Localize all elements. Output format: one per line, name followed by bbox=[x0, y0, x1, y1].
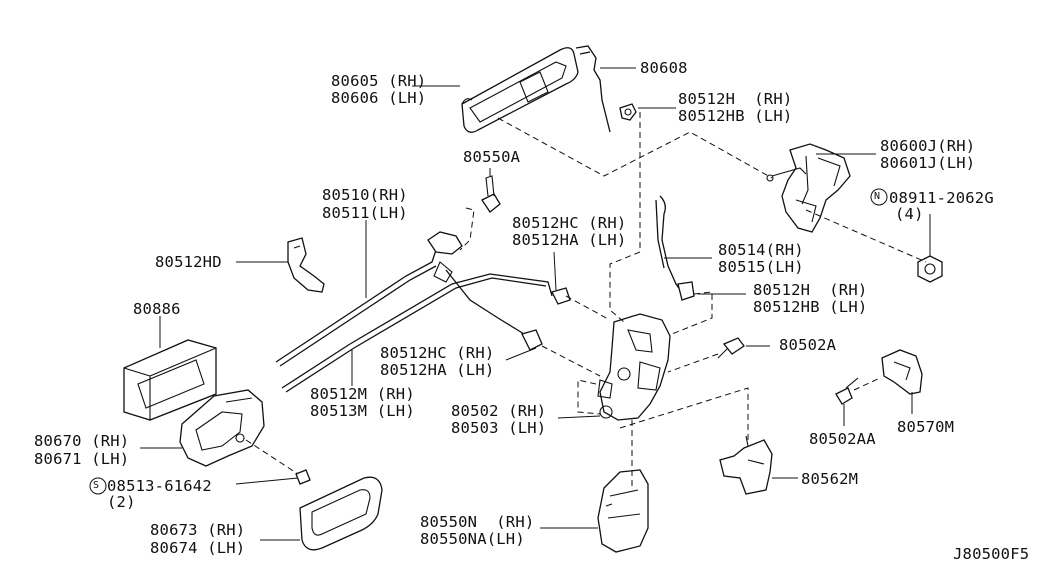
screw-08513-part bbox=[295, 469, 311, 485]
label-08911-qty: (4) bbox=[895, 205, 924, 223]
label-80512hc-bottom: 80512HC (RH) bbox=[380, 344, 495, 362]
label-80886: 80886 bbox=[133, 300, 181, 318]
clip-80512h-top-part bbox=[619, 103, 637, 121]
label-80608: 80608 bbox=[640, 59, 688, 77]
label-80512hb-mid: 80512HB (LH) bbox=[753, 298, 868, 316]
label-80605: 80605 (RH) bbox=[331, 72, 427, 90]
s-symbol-icon bbox=[89, 477, 107, 495]
label-80502: 80502 (RH) bbox=[451, 402, 547, 420]
label-80512hd: 80512HD bbox=[155, 253, 222, 271]
label-80512hc-top: 80512HC (RH) bbox=[512, 214, 627, 232]
label-80503: 80503 (LH) bbox=[451, 419, 547, 437]
door-lock-actuator-part bbox=[597, 313, 671, 421]
label-80550na: 80550NA(LH) bbox=[420, 530, 525, 548]
door-latch-bracket-part bbox=[766, 143, 851, 233]
label-08513-qty: (2) bbox=[107, 493, 136, 511]
cover-80562m-part bbox=[719, 435, 773, 495]
label-80514: 80514(RH) bbox=[718, 241, 804, 259]
screw-80502a-part bbox=[717, 337, 745, 359]
label-80671: 80671 (LH) bbox=[34, 450, 130, 468]
label-80600j: 80600J(RH) bbox=[880, 137, 976, 155]
rod-80514-part bbox=[655, 195, 687, 299]
label-80674: 80674 (LH) bbox=[150, 539, 246, 557]
dashed-guide-lines bbox=[245, 112, 927, 490]
foam-block-80886-part bbox=[123, 339, 217, 421]
label-80670: 80670 (RH) bbox=[34, 432, 130, 450]
label-80502a: 80502A bbox=[779, 336, 837, 354]
label-80512ha-bottom: 80512HA (LH) bbox=[380, 361, 495, 379]
label-s-symbol: S bbox=[93, 480, 100, 491]
n-symbol-icon bbox=[870, 188, 888, 206]
rod-80608-part bbox=[575, 45, 611, 133]
label-08911: 08911-2062G bbox=[889, 189, 994, 207]
cover-80550n-part bbox=[597, 469, 649, 553]
label-80502aa: 80502AA bbox=[809, 430, 876, 448]
label-80513m: 80513M (LH) bbox=[310, 402, 415, 420]
label-08513: 08513-61642 bbox=[107, 477, 212, 495]
label-80512m: 80512M (RH) bbox=[310, 385, 415, 403]
bracket-80570m-part bbox=[881, 349, 923, 395]
label-80550n: 80550N (RH) bbox=[420, 513, 535, 531]
label-80550a: 80550A bbox=[463, 148, 521, 166]
rod-80512m-part bbox=[281, 273, 553, 393]
screw-80502aa-part bbox=[835, 377, 859, 405]
rod-inner-part bbox=[445, 269, 535, 343]
label-80512hb-top: 80512HB (LH) bbox=[678, 107, 793, 125]
label-80570m: 80570M bbox=[897, 418, 955, 436]
label-80562m: 80562M bbox=[801, 470, 859, 488]
inside-handle-part bbox=[179, 389, 265, 467]
escutcheon-part bbox=[299, 476, 383, 551]
clip-80512hc-upper-part bbox=[551, 287, 571, 305]
rod-80510-part bbox=[275, 231, 463, 367]
clip-80512h-mid-part bbox=[677, 281, 695, 301]
leader-lines bbox=[140, 67, 931, 541]
label-80510: 80510(RH) bbox=[322, 186, 408, 204]
bolt-80550a-part bbox=[481, 175, 501, 213]
outside-handle-part bbox=[461, 47, 579, 133]
label-80512h-top: 80512H (RH) bbox=[678, 90, 793, 108]
label-80511: 80511(LH) bbox=[322, 204, 408, 222]
label-n-symbol: N bbox=[874, 191, 881, 202]
label-80512h-mid: 80512H (RH) bbox=[753, 281, 868, 299]
label-80601j: 80601J(LH) bbox=[880, 154, 976, 172]
clip-80512hd-part bbox=[287, 237, 325, 293]
diagram-code: J80500F5 bbox=[953, 545, 1030, 563]
label-80606: 80606 (LH) bbox=[331, 89, 427, 107]
clip-80512hc-lower-part bbox=[521, 329, 543, 351]
label-80515: 80515(LH) bbox=[718, 258, 804, 276]
label-80673: 80673 (RH) bbox=[150, 521, 246, 539]
label-80512ha-top: 80512HA (LH) bbox=[512, 231, 627, 249]
